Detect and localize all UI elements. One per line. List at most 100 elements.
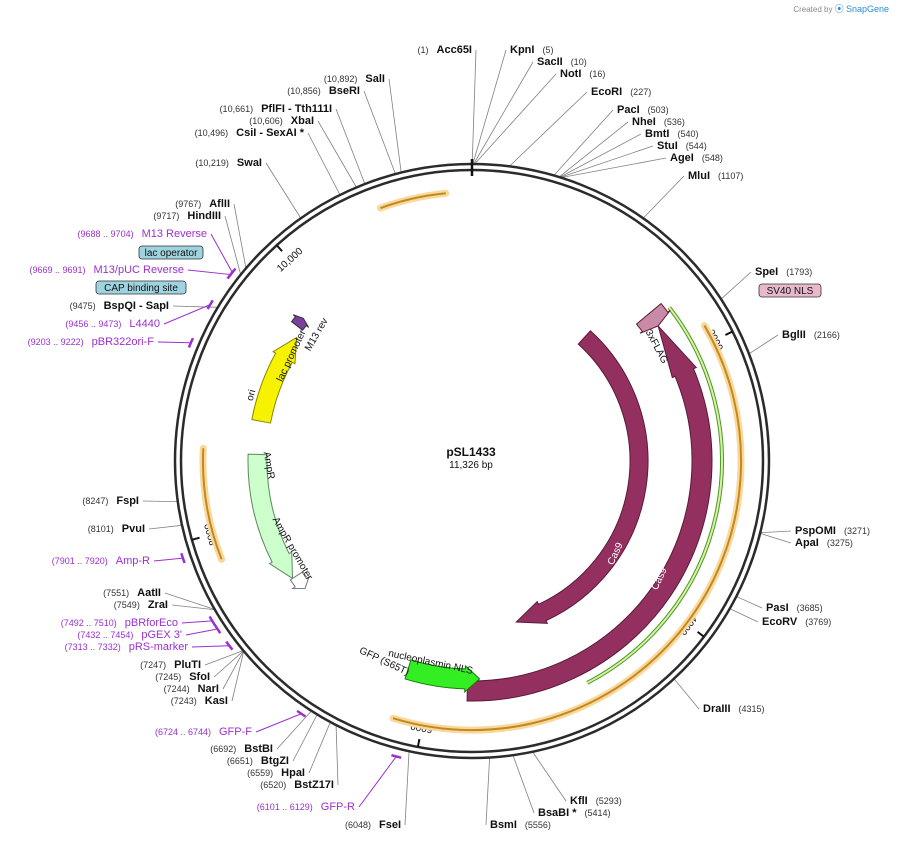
site-name: ApaI <box>795 537 819 549</box>
cas9-outer-arrow <box>466 325 713 702</box>
tick-6000 <box>416 738 421 748</box>
site-name: HpaI <box>281 767 305 779</box>
primer-mark <box>296 709 307 718</box>
primer-coord: (9688 .. 9704) <box>78 229 134 239</box>
site-name: BseRI <box>329 85 360 97</box>
site-coord: (4315) <box>739 704 765 714</box>
leader-line <box>748 334 779 355</box>
leader-line <box>224 215 242 275</box>
primer-label: (7313 .. 7332)pRS-marker <box>65 641 189 653</box>
site-coord: (227) <box>630 87 651 97</box>
site-coord: (7244) <box>164 684 190 694</box>
leader-line <box>222 650 244 690</box>
leader-line <box>474 73 557 165</box>
site-name: KflI <box>570 795 588 807</box>
leader-line <box>363 90 396 175</box>
site-coord: (1107) <box>718 171 743 181</box>
site-coord: (6520) <box>260 780 286 790</box>
primer-name: L4440 <box>129 318 160 330</box>
leader-line <box>509 91 588 167</box>
site-name: PacI <box>617 104 640 116</box>
leader-line <box>485 757 491 826</box>
site-name: BsmI <box>490 819 517 831</box>
tick-8000 <box>191 536 200 541</box>
primer-leader <box>185 628 218 636</box>
plasmid-name: pSL1433 <box>446 445 496 459</box>
primer-label: (7492 .. 7510)pBRforEco <box>61 617 178 629</box>
site-label: KflI(5293) <box>570 795 622 807</box>
3xflag-box <box>635 302 671 334</box>
site-name: BstBI <box>244 743 273 755</box>
leader-line <box>759 532 792 544</box>
site-coord: (5556) <box>525 820 551 830</box>
leader-line <box>673 678 700 710</box>
site-label: (7245)SfoI <box>155 671 210 683</box>
leader-line <box>142 500 178 503</box>
site-label: BsaBI *(5414) <box>538 807 611 819</box>
primer-coord: (9203 .. 9222) <box>28 337 84 347</box>
site-label: (7243)KasI <box>171 695 228 707</box>
ampr-promoter-arrow <box>289 571 311 590</box>
site-label: EcoRV(3769) <box>762 616 831 628</box>
site-name: SalI <box>365 73 385 85</box>
primer-leader <box>191 645 230 648</box>
site-label: (1)Acc65I <box>418 44 472 56</box>
site-label: (10,856)BseRI <box>287 85 360 97</box>
boxed-label-text: lac operator <box>145 248 198 259</box>
site-name: BtgZI <box>261 755 289 767</box>
primer-label: (6724 .. 6744)GFP-F <box>155 726 252 738</box>
site-name: PvuI <box>122 523 145 535</box>
orf-green-track-inner <box>586 306 723 684</box>
site-coord: (5) <box>542 45 553 55</box>
orf-right <box>392 324 743 732</box>
site-name: AflII <box>209 198 230 210</box>
site-name: BmtI <box>645 128 669 140</box>
site-coord: (7243) <box>171 696 197 706</box>
boxed-label-bg <box>95 280 187 295</box>
site-label: (10,892)SalI <box>324 73 385 85</box>
orf-top <box>380 192 446 210</box>
plasmid-size: 11,326 bp <box>449 460 493 471</box>
site-coord: (1) <box>418 45 429 55</box>
site-label: (10,661)PflFI - Tth111I <box>220 103 332 115</box>
site-coord: (16) <box>589 69 605 79</box>
leader-line <box>307 132 341 196</box>
site-label: MluI(1107) <box>688 170 743 182</box>
primer-label: (6101 .. 6129)GFP-R <box>257 801 355 813</box>
site-coord: (6048) <box>345 820 371 830</box>
site-label: (8101)PvuI <box>88 523 145 535</box>
site-coord: (10,606) <box>249 116 283 126</box>
site-label: KpnI(5) <box>510 44 553 56</box>
site-name: SacII <box>537 56 563 68</box>
primer-leader <box>187 269 231 276</box>
snapgene-logo-icon: ⦿ <box>834 4 844 14</box>
primer-leader <box>157 341 191 344</box>
leader-line <box>213 650 244 678</box>
primer-label: (9456 .. 9473)L4440 <box>65 318 160 330</box>
site-coord: (3685) <box>797 603 823 613</box>
site-name: AatII <box>137 587 161 599</box>
site-name: HindIII <box>187 210 221 222</box>
site-label: DraIII(4315) <box>703 703 765 715</box>
tick-4000 <box>696 631 705 638</box>
plasmid-title-block: pSL1433 11,326 bp <box>446 445 496 471</box>
boxed-label-bg <box>758 283 822 298</box>
site-label: (6559)HpaI <box>247 767 305 779</box>
site-label: (10,496)CsiI - SexAI * <box>195 127 305 139</box>
site-coord: (8247) <box>82 496 108 506</box>
site-coord: (9475) <box>70 301 96 311</box>
site-coord: (7245) <box>155 672 181 682</box>
leader-line <box>276 710 312 750</box>
leader-line <box>729 608 759 623</box>
leader-line <box>560 145 654 178</box>
primer-leader <box>358 756 397 808</box>
leader-line <box>642 175 685 219</box>
leader-line <box>472 49 507 165</box>
gfp-arrow <box>404 659 481 694</box>
site-label: (6651)BtgZI <box>227 755 289 767</box>
site-name: EcoRV <box>762 616 798 628</box>
primer-label: (7901 .. 7920)Amp-R <box>52 555 150 567</box>
primer-coord: (6101 .. 6129) <box>257 802 313 812</box>
